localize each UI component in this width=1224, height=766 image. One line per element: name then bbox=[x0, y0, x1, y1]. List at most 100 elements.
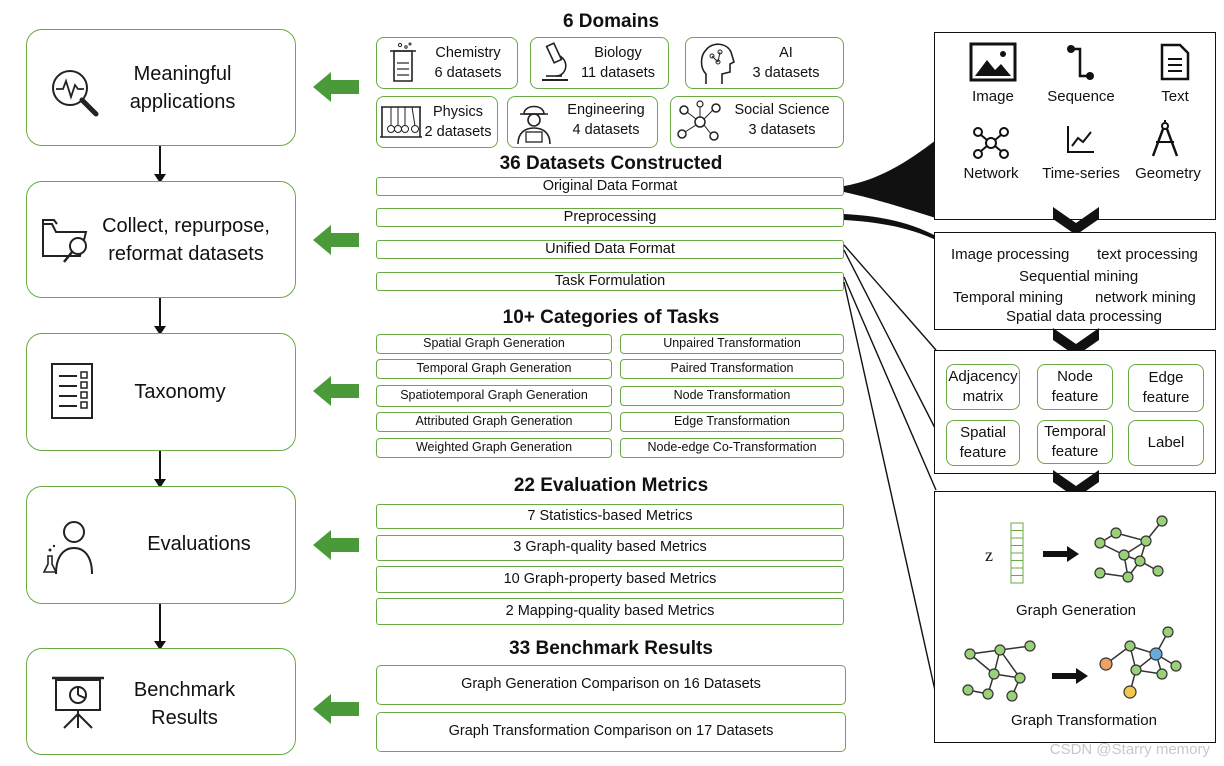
domain-name-engineering: Engineering bbox=[567, 102, 645, 118]
compass-icon bbox=[1151, 120, 1179, 157]
domain-count-physics: 2 datasets bbox=[424, 124, 492, 140]
right-arrow-generation bbox=[1043, 546, 1079, 562]
results-title: 33 Benchmark Results bbox=[509, 638, 713, 659]
proc-text-processing: text processing bbox=[1097, 246, 1198, 263]
arrow-left-4 bbox=[313, 530, 359, 560]
task-unpaired-transformation: Unpaired Transformation bbox=[620, 334, 844, 354]
fan-connectors bbox=[843, 140, 937, 696]
latent-z-symbol: z bbox=[985, 545, 993, 565]
flask-icon bbox=[390, 42, 416, 82]
scientist-icon bbox=[42, 521, 93, 575]
domain-count-biology: 11 datasets bbox=[581, 65, 655, 81]
task-spatiotemporal-graph-generation: Spatiotemporal Graph Generation bbox=[376, 385, 612, 407]
feature-temporal: Temporal feature bbox=[1037, 420, 1113, 464]
modality-network: Network bbox=[963, 165, 1019, 182]
flow-arrow-1 bbox=[154, 146, 166, 183]
domain-biology bbox=[530, 37, 669, 89]
watermark: CSDN @Starry memory bbox=[1049, 741, 1210, 758]
proc-spatial-data-processing: Spatial data processing bbox=[1006, 308, 1162, 325]
task-paired-transformation: Paired Transformation bbox=[620, 359, 844, 379]
microscope-icon bbox=[542, 42, 568, 81]
presentation-chart-icon bbox=[52, 676, 104, 729]
task-spatial-graph-generation: Spatial Graph Generation bbox=[376, 334, 612, 354]
social-network-icon bbox=[677, 100, 721, 141]
proc-network-mining: network mining bbox=[1095, 289, 1196, 306]
domain-count-chemistry: 6 datasets bbox=[434, 65, 502, 81]
flow-arrow-3 bbox=[154, 451, 166, 488]
feature-label: Label bbox=[1128, 420, 1204, 466]
network-icon bbox=[973, 127, 1009, 159]
generated-graph-graphic bbox=[1094, 515, 1168, 583]
domains-title: 6 Domains bbox=[562, 11, 660, 32]
stage-taxonomy bbox=[26, 333, 296, 451]
stage-label-benchmark: Benchmark Results bbox=[133, 679, 236, 729]
task-node-transformation: Node Transformation bbox=[620, 386, 844, 406]
metric-statistics: 7 Statistics-based Metrics bbox=[376, 504, 844, 529]
feature-spatial: Spatial feature bbox=[946, 420, 1020, 466]
transformed-graph-graphic bbox=[1099, 626, 1182, 699]
stage-label-taxonomy: Taxonomy bbox=[134, 381, 226, 403]
domain-count-social-science: 3 datasets bbox=[748, 122, 816, 138]
metric-graph-quality: 3 Graph-quality based Metrics bbox=[376, 535, 844, 561]
domain-count-engineering: 4 datasets bbox=[572, 122, 640, 138]
text-document-icon bbox=[1160, 43, 1190, 81]
result-graph-transformation: Graph Transformation Comparison on 17 Da… bbox=[376, 712, 846, 752]
stage-collect-datasets bbox=[26, 181, 296, 298]
domain-name-chemistry: Chemistry bbox=[435, 45, 501, 61]
metric-graph-property: 10 Graph-property based Metrics bbox=[376, 566, 844, 593]
datasets-title: 36 Datasets Constructed bbox=[499, 153, 723, 174]
feature-node: Node feature bbox=[1037, 364, 1113, 410]
step-task-formulation: Task Formulation bbox=[376, 272, 844, 291]
checklist-icon bbox=[51, 363, 93, 419]
source-graph-graphic bbox=[962, 640, 1036, 702]
proc-temporal-mining: Temporal mining bbox=[953, 289, 1064, 306]
result-graph-generation: Graph Generation Comparison on 16 Datase… bbox=[376, 665, 846, 705]
step-unified-data-format: Unified Data Format bbox=[376, 240, 844, 259]
stage-benchmark-results bbox=[26, 648, 296, 755]
flow-arrow-2 bbox=[154, 298, 166, 335]
engineer-icon bbox=[517, 105, 551, 145]
domain-name-physics: Physics bbox=[433, 104, 483, 120]
domain-count-ai: 3 datasets bbox=[752, 65, 820, 81]
arrow-left-3 bbox=[313, 376, 359, 406]
flow-arrow-4 bbox=[154, 604, 166, 650]
stage-meaningful-applications bbox=[26, 29, 296, 146]
domain-engineering bbox=[507, 96, 658, 148]
graph-tasks-panel bbox=[934, 491, 1216, 743]
task-edge-transformation: Edge Transformation bbox=[620, 412, 844, 432]
stage-evaluations bbox=[26, 486, 296, 604]
processing-panel bbox=[934, 232, 1216, 330]
domain-social-science bbox=[670, 96, 844, 148]
domain-physics bbox=[376, 96, 498, 148]
modality-text: Text bbox=[1161, 88, 1189, 105]
magnifier-pulse-icon bbox=[52, 70, 99, 117]
newton-cradle-icon bbox=[380, 106, 422, 138]
modality-geometry: Geometry bbox=[1135, 165, 1201, 182]
proc-sequential-mining: Sequential mining bbox=[1019, 268, 1139, 285]
step-preprocessing: Preprocessing bbox=[376, 208, 844, 227]
folder-search-icon bbox=[42, 219, 88, 263]
domain-name-biology: Biology bbox=[594, 45, 642, 61]
stage-label-evaluations: Evaluations bbox=[147, 533, 251, 555]
feature-adjacency-matrix: Adjacency matrix bbox=[946, 364, 1020, 410]
chevron-down-icon bbox=[1053, 207, 1099, 235]
arrow-left-2 bbox=[313, 225, 359, 255]
metric-mapping-quality: 2 Mapping-quality based Metrics bbox=[376, 598, 844, 625]
arrow-left-5 bbox=[313, 694, 359, 724]
graph-generation-label: Graph Generation bbox=[1015, 602, 1137, 619]
task-node-edge-co-transformation: Node-edge Co-Transformation bbox=[620, 438, 844, 458]
stage-label-applications: Meaningful applications bbox=[129, 63, 236, 113]
image-icon bbox=[969, 42, 1017, 82]
proc-image-processing: Image processing bbox=[951, 246, 1070, 263]
graph-transformation-label: Graph Transformation bbox=[1011, 712, 1157, 729]
brain-head-icon bbox=[700, 43, 735, 84]
metrics-title: 22 Evaluation Metrics bbox=[513, 475, 709, 496]
line-chart-icon bbox=[1067, 126, 1094, 153]
task-temporal-graph-generation: Temporal Graph Generation bbox=[376, 359, 612, 379]
domain-name-ai: AI bbox=[779, 45, 793, 61]
domain-name-social-science: Social Science bbox=[734, 102, 830, 118]
modality-sequence: Sequence bbox=[1047, 88, 1115, 105]
sequence-icon bbox=[1067, 45, 1094, 80]
feature-edge: Edge feature bbox=[1128, 364, 1204, 412]
modality-image: Image bbox=[972, 88, 1014, 105]
